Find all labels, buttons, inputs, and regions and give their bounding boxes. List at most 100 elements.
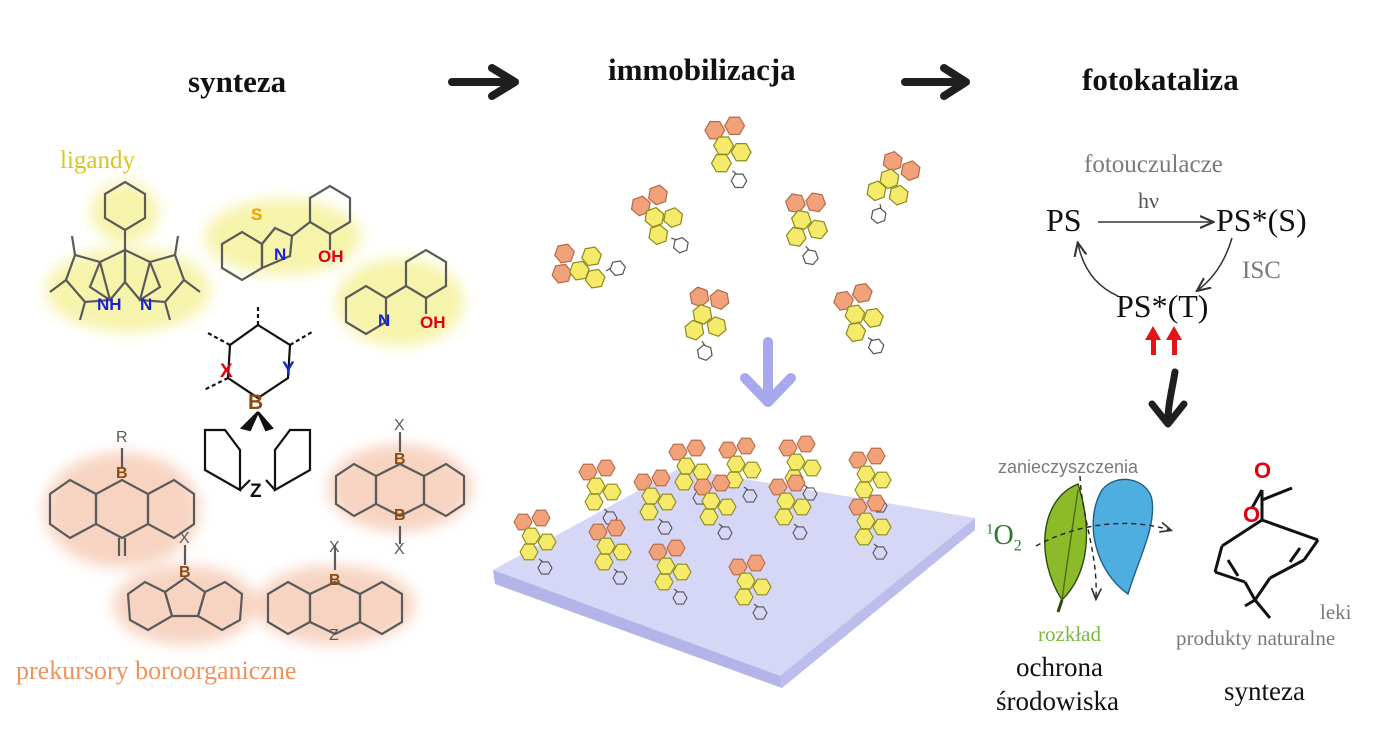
ring [792, 498, 812, 516]
phenyl-ring [696, 344, 713, 362]
ring [790, 209, 812, 230]
phenyl-ring [657, 521, 673, 535]
ring [581, 246, 603, 267]
ring [844, 304, 866, 325]
ring [684, 319, 705, 341]
free-photosensitizer-6 [684, 286, 730, 362]
bond [753, 603, 759, 608]
atom-y: Y [282, 359, 295, 380]
anchored-photosensitizer-8 [768, 474, 812, 540]
bond [673, 588, 679, 593]
dipyrrin-ligand [49, 180, 201, 321]
diboraanthracene-precursor [334, 432, 466, 544]
ring [606, 519, 626, 537]
anchored-photosensitizer-4 [848, 447, 892, 513]
ring [686, 439, 706, 457]
ring [537, 533, 557, 551]
ring [807, 219, 829, 240]
ring [866, 494, 886, 512]
phenyl-ring [537, 561, 553, 575]
ring [654, 573, 674, 591]
anchored-photosensitizer-11 [588, 519, 632, 585]
ring [866, 447, 886, 465]
ring [668, 443, 688, 461]
ring [648, 224, 669, 246]
anchored-photosensitizer-13 [728, 554, 772, 620]
pollutants-label: zanieczyszczenia [998, 457, 1139, 477]
ring [785, 193, 806, 214]
free-photosensitizer-5 [551, 243, 627, 289]
drugs-label: leki [1320, 600, 1352, 624]
ring [768, 478, 788, 496]
bond [603, 508, 609, 513]
boraanthracene-precursor [48, 448, 196, 556]
ring [776, 492, 796, 510]
atom-b-precursor-4: B [329, 572, 341, 589]
ring [718, 441, 738, 459]
ring [656, 557, 676, 575]
bond [538, 558, 544, 563]
oxygen-atom-top: O [1254, 458, 1272, 483]
ring [872, 518, 892, 536]
ring [848, 498, 868, 516]
atom-b-precursor-3: B [179, 564, 191, 581]
atom-b-precursor-2b: B [394, 507, 406, 524]
singlet-oxygen-subscript: 2 [1013, 537, 1022, 555]
atom-x-precursor-4: X [329, 539, 340, 556]
anchored-photosensitizer-7 [693, 474, 737, 540]
ring [584, 268, 606, 289]
phenyl-ring [802, 487, 818, 501]
hv-label: hν [1138, 188, 1159, 213]
ring [554, 243, 575, 264]
bond [867, 337, 874, 341]
ring [736, 572, 756, 590]
phenyl-ring [672, 236, 689, 254]
process-arrow-2 [901, 64, 970, 100]
ring [663, 207, 684, 228]
bond [718, 523, 724, 528]
ring [612, 543, 632, 561]
bond [803, 484, 809, 489]
bond [743, 486, 749, 491]
ring [531, 509, 551, 527]
bond [793, 523, 799, 528]
oxygen-atom-bottom: O [1243, 502, 1261, 527]
ring [666, 539, 686, 557]
ring [647, 184, 668, 206]
photosensitizers-label: fotouczulacze [1084, 151, 1223, 178]
anchored-photosensitizers [513, 435, 892, 620]
ring [866, 180, 887, 202]
ring [641, 487, 661, 505]
precursor-glows [44, 444, 472, 645]
leaf-icon [1044, 483, 1088, 613]
degradation-label: rozkład [1038, 622, 1101, 646]
free-photosensitizers [551, 116, 921, 362]
ring [584, 493, 604, 511]
bond [613, 568, 619, 573]
ring [639, 503, 659, 521]
ring [879, 168, 900, 190]
ring [724, 116, 746, 135]
ring [778, 439, 798, 457]
singlet-oxygen-symbol: O [993, 520, 1014, 551]
ring [657, 493, 677, 511]
anchored-photosensitizer-12 [648, 539, 692, 605]
ring [851, 283, 873, 303]
free-photosensitizer-1 [704, 116, 752, 189]
bond [605, 267, 612, 272]
anchored-photosensitizer-9 [848, 494, 892, 560]
singlet-oxygen-label: 1O2 [986, 522, 1022, 555]
ring [689, 286, 710, 308]
atom-z-center: Z [250, 481, 262, 502]
ring [786, 453, 806, 471]
ring [519, 543, 539, 561]
header-synthesis: synteza [188, 64, 287, 99]
ring [726, 455, 746, 473]
ring [717, 498, 737, 516]
anchored-photosensitizer-6 [633, 469, 677, 535]
ring [845, 322, 867, 343]
bond [732, 170, 738, 175]
ring [594, 553, 614, 571]
ring [900, 160, 921, 182]
